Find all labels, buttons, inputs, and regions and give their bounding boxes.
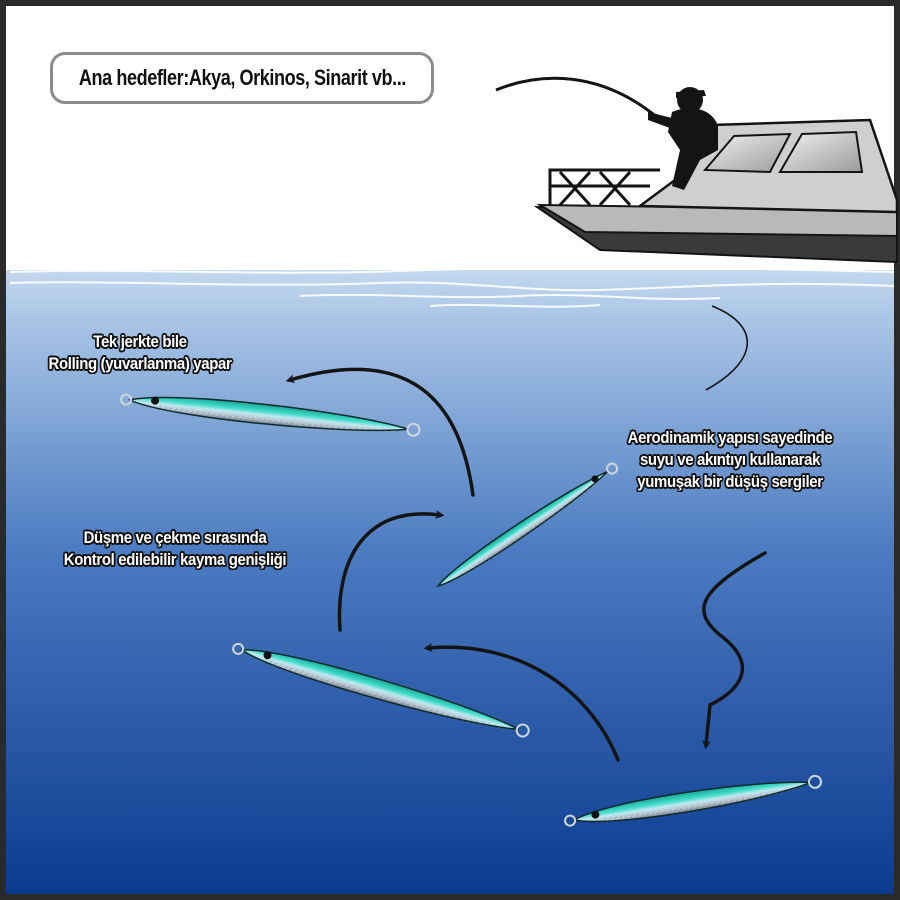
target-species-callout: Ana hedefler:Akya, Orkinos, Sinarit vb..… bbox=[50, 52, 434, 104]
caption-line: Kontrol edilebilir kayma genişliği bbox=[63, 550, 287, 569]
curved-arrow-icon bbox=[423, 643, 620, 762]
caption-line: Aerodinamik yapısı sayedinde bbox=[627, 428, 833, 447]
fall-action-caption: Aerodinamik yapısı sayedinde suyu ve akı… bbox=[580, 427, 879, 493]
caption-line: Tek jerkte bile bbox=[93, 332, 187, 351]
caption-line: Düşme ve çekme sırasında bbox=[83, 528, 267, 547]
surface-wave-lines bbox=[9, 266, 895, 308]
rolling-caption: Tek jerkte bile Rolling (yuvarlanma) yap… bbox=[17, 331, 263, 375]
fishing-rod-icon bbox=[495, 76, 748, 391]
caption-line: Rolling (yuvarlanma) yapar bbox=[48, 354, 232, 373]
caption-line: suyu ve akıntıyı kullanarak bbox=[639, 450, 821, 469]
metal-jig-lure-icon bbox=[120, 393, 822, 827]
curved-arrow-icon bbox=[285, 367, 475, 497]
target-species-text: Ana hedefler:Akya, Orkinos, Sinarit vb..… bbox=[78, 65, 406, 90]
zigzag-arrow-icon bbox=[701, 551, 767, 750]
slide-width-caption: Düşme ve çekme sırasında Kontrol edilebi… bbox=[21, 527, 329, 571]
curved-arrow-icon bbox=[337, 509, 445, 632]
angler-silhouette-icon bbox=[648, 87, 718, 190]
caption-line: yumuşak bir düşüş sergiler bbox=[637, 472, 823, 491]
